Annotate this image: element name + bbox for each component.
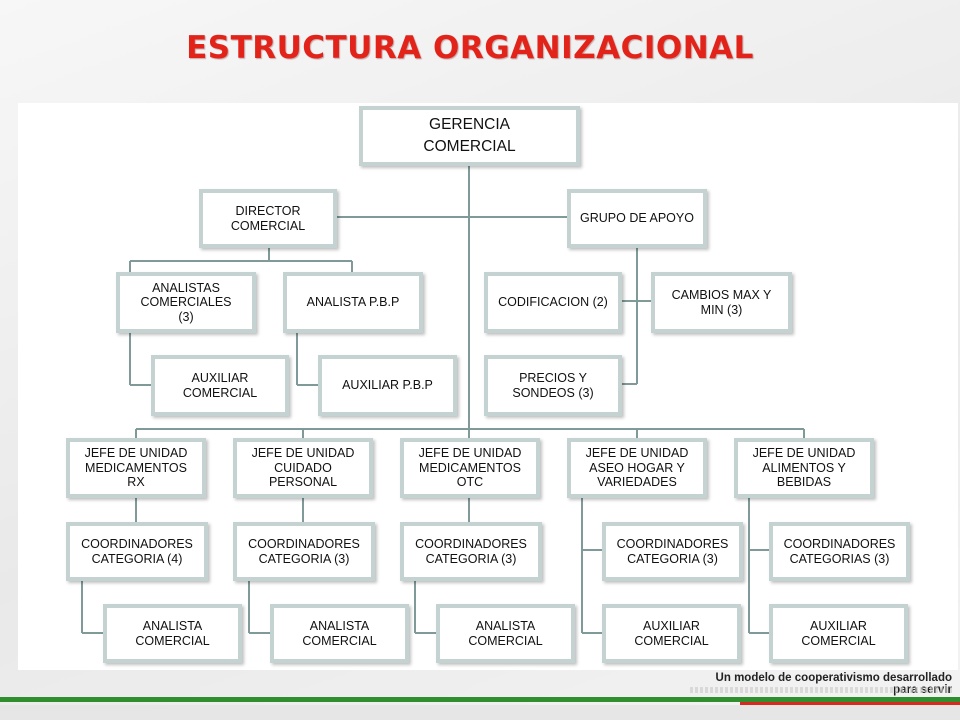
footer-gray-band <box>0 705 960 720</box>
node-director-comercial: DIRECTOR COMERCIAL <box>199 189 337 248</box>
node-codificacion: CODIFICACION (2) <box>484 272 622 333</box>
footer-green-stripe <box>0 697 960 702</box>
node-coordinadores-rx: COORDINADORES CATEGORIA (4) <box>66 522 208 581</box>
node-analistas-comerciales: ANALISTAS COMERCIALES (3) <box>116 272 256 333</box>
node-auxiliar-pbp: AUXILIAR P.B.P <box>318 355 457 416</box>
node-cambios-max-min: CAMBIOS MAX Y MIN (3) <box>651 272 792 333</box>
node-analista-comercial-cuidado: ANALISTA COMERCIAL <box>270 604 409 663</box>
node-grupo-de-apoyo: GRUPO DE APOYO <box>567 189 707 248</box>
node-gerencia-comercial: GERENCIA COMERCIAL <box>359 106 580 166</box>
node-auxiliar-comercial-alimentos: AUXILIAR COMERCIAL <box>769 604 908 663</box>
footer-reflection <box>690 687 952 693</box>
node-jefe-alimentos-bebidas: JEFE DE UNIDAD ALIMENTOS Y BEBIDAS <box>734 438 874 498</box>
node-jefe-aseo-hogar: JEFE DE UNIDAD ASEO HOGAR Y VARIEDADES <box>567 438 707 498</box>
node-analista-comercial-otc: ANALISTA COMERCIAL <box>436 604 575 663</box>
node-jefe-medicamentos-otc: JEFE DE UNIDAD MEDICAMENTOS OTC <box>400 438 540 498</box>
node-analista-pbp: ANALISTA P.B.P <box>283 272 423 333</box>
node-analista-comercial-rx: ANALISTA COMERCIAL <box>103 604 242 663</box>
node-coordinadores-alimentos: COORDINADORES CATEGORIAS (3) <box>769 522 910 581</box>
node-jefe-medicamentos-rx: JEFE DE UNIDAD MEDICAMENTOS RX <box>66 438 206 498</box>
node-auxiliar-comercial-director: AUXILIAR COMERCIAL <box>151 355 289 416</box>
node-precios-sondeos: PRECIOS Y SONDEOS (3) <box>484 355 622 416</box>
slide-title: ESTRUCTURA ORGANIZACIONAL <box>186 30 754 66</box>
node-jefe-cuidado-personal: JEFE DE UNIDAD CUIDADO PERSONAL <box>233 438 373 498</box>
node-auxiliar-comercial-aseo: AUXILIAR COMERCIAL <box>602 604 741 663</box>
node-coordinadores-aseo: COORDINADORES CATEGORIA (3) <box>602 522 743 581</box>
node-coordinadores-cuidado: COORDINADORES CATEGORIA (3) <box>233 522 375 581</box>
footer-red-stripe <box>740 702 960 705</box>
node-coordinadores-otc: COORDINADORES CATEGORIA (3) <box>400 522 542 581</box>
